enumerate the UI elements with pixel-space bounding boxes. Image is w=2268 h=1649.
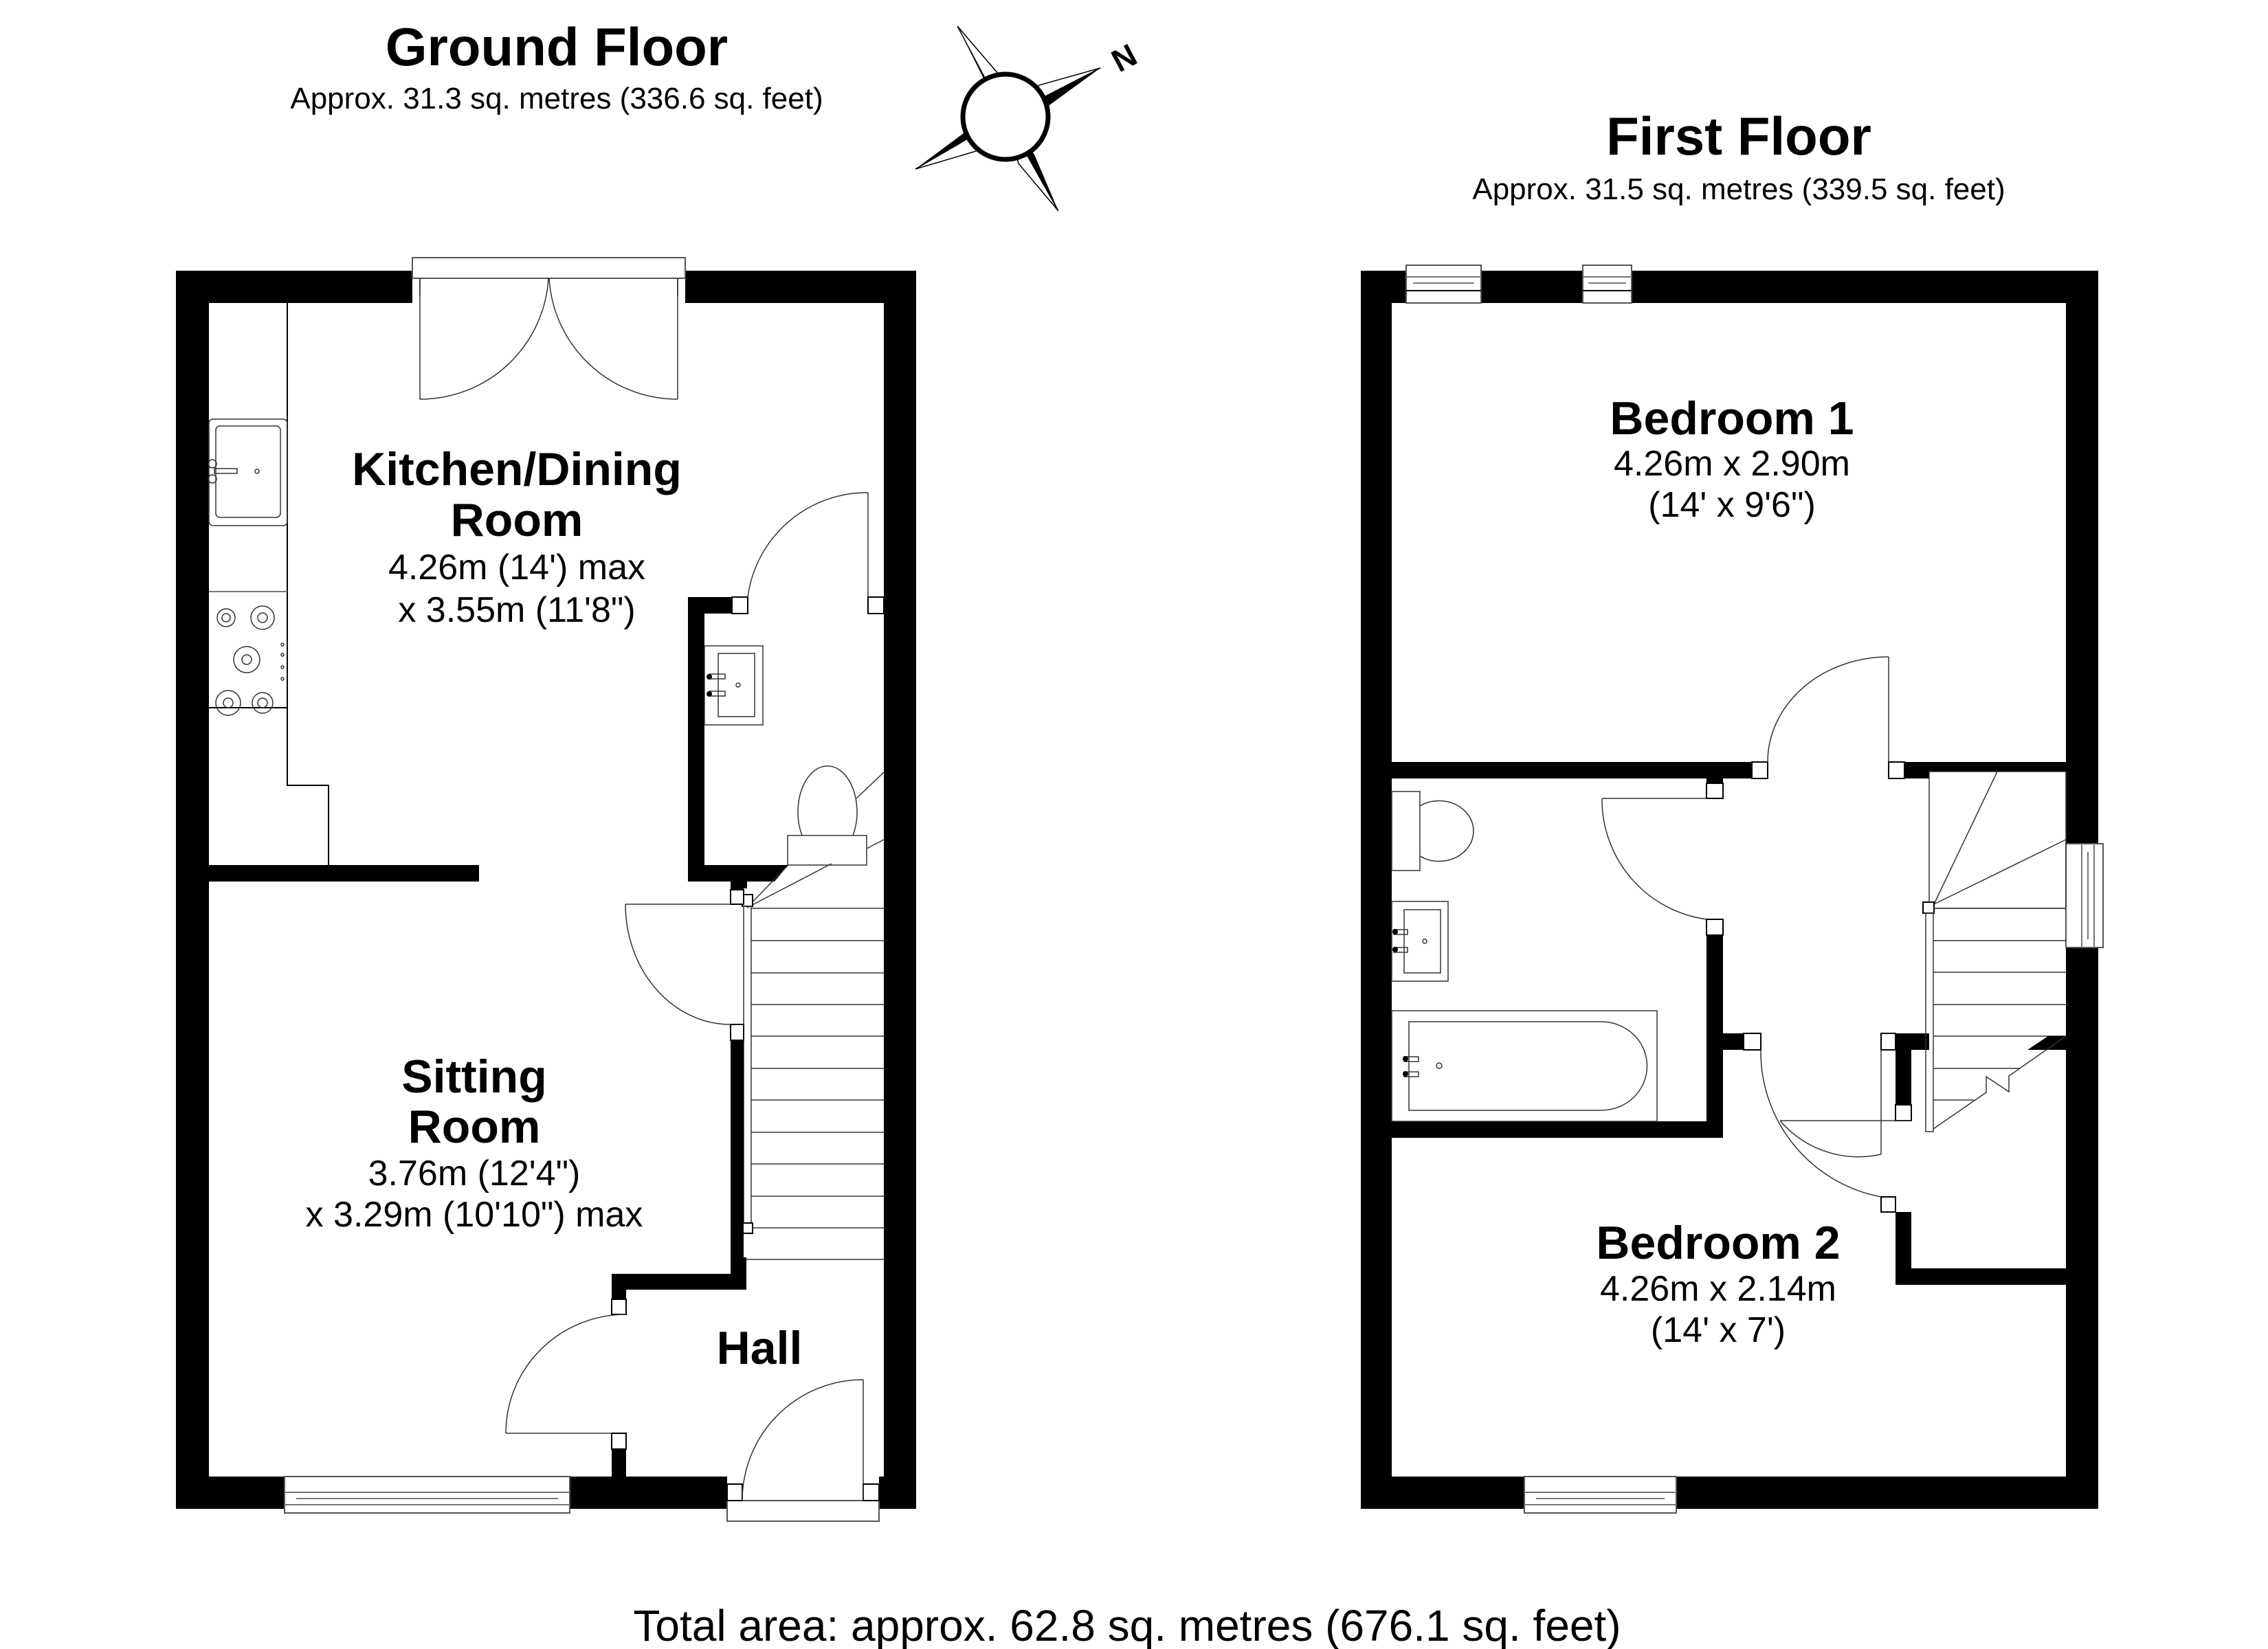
sitting-room-label: Sitting [401,1051,547,1103]
bedroom1-window-left [1405,265,1482,304]
compass-rose-icon: N [915,25,1143,212]
bedroom2-dimensions: 4.26m x 2.14m [1600,1269,1836,1309]
hall-label: Hall [717,1322,803,1374]
hob-icon [215,605,285,716]
kitchen-units [208,303,329,865]
ground-floor-stairs [737,863,884,1260]
first-floor-plan: Bedroom 1 4.26m x 2.90m (14' x 9'6") Bed… [1361,265,2104,1514]
basin-icon [1391,901,1449,982]
ground-floor-area: Approx. 31.3 sq. metres (336.6 sq. feet) [290,82,823,115]
first-floor-title: First Floor [1606,106,1871,166]
bath-icon [1391,1010,1658,1122]
bedroom1-window-right [1582,265,1632,304]
sitting-room-label-line2: Room [408,1101,541,1153]
total-area: Total area: approx. 62.8 sq. metres (676… [633,1601,1621,1649]
hall-door [505,1257,746,1477]
sitting-room-dimensions: 3.76m (12'4") [368,1154,581,1193]
kitchen-dimensions-line2: x 3.55m (11'8") [398,590,635,630]
bedroom1-dimensions: 4.26m x 2.90m [1614,444,1850,484]
landing-side-window [2065,843,2104,948]
first-floor-area: Approx. 31.5 sq. metres (339.5 sq. feet) [1472,172,2005,206]
french-doors [412,257,686,400]
bedroom2-label: Bedroom 2 [1596,1217,1840,1269]
bedroom2-window [1524,1476,1677,1514]
bedroom1-dimensions-imperial: (14' x 9'6") [1648,485,1816,525]
kitchen-sink-icon [208,418,288,526]
kitchen-label: Kitchen/Dining [352,443,682,495]
compass-north-label: N [1106,36,1143,79]
sitting-room-door [625,883,744,1274]
first-floor-stairs [1922,771,2067,1132]
ground-floor-title: Ground Floor [386,16,728,77]
front-door [726,1379,880,1522]
bedroom2-door [1723,1033,1896,1213]
toilet-icon [1391,791,1474,871]
sitting-room-dimensions-line2: x 3.29m (10'10") max [306,1195,643,1235]
bedroom1-door [1767,656,1889,763]
kitchen-dimensions: 4.26m (14') max [388,548,645,587]
kitchen-label-line2: Room [451,494,583,546]
front-window [284,1476,570,1514]
bedroom2-dimensions-imperial: (14' x 7') [1651,1310,1786,1350]
ground-floor-plan: Kitchen/Dining Room 4.26m (14') max x 3.… [176,257,916,1522]
bedroom1-label: Bedroom 1 [1610,392,1854,445]
cloakroom-wc [688,492,885,888]
cupboard [1779,1033,2066,1285]
bathroom [1391,778,1724,1138]
